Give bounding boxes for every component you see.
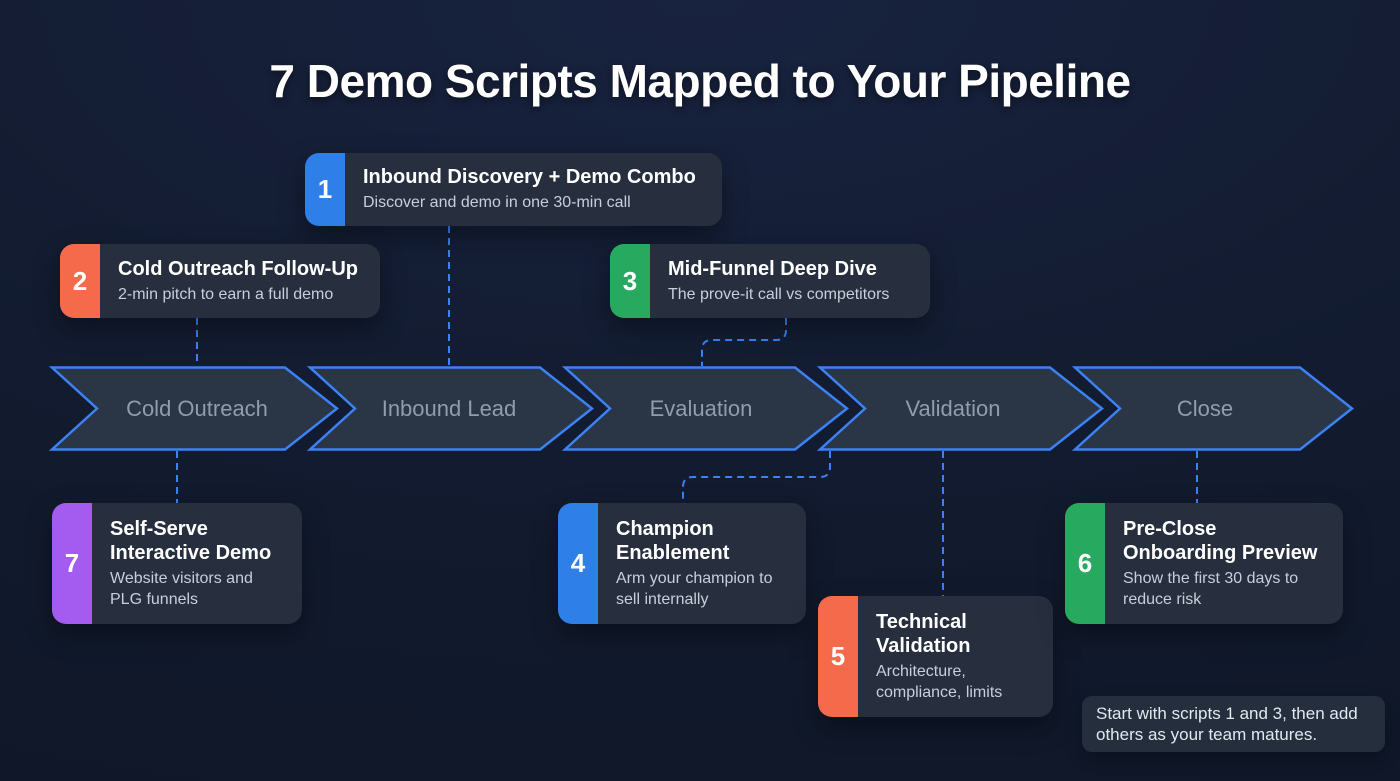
pipeline: Cold Outreach Inbound Lead Evaluation Va… [48, 366, 1355, 451]
script-2-title: Cold Outreach Follow-Up [118, 257, 358, 280]
script-5-title: Technical Validation [876, 610, 971, 658]
script-card-6: 6 Pre-Close Onboarding Preview Show the … [1065, 503, 1343, 624]
page-title: 7 Demo Scripts Mapped to Your Pipeline [269, 55, 1131, 107]
script-4-subtitle: Arm your champion to sell internally [616, 570, 773, 608]
script-1-subtitle: Discover and demo in one 30-min call [363, 194, 631, 212]
script-card-1: 1 Inbound Discovery + Demo Combo Discove… [305, 153, 722, 226]
script-7-number-badge: 7 [52, 503, 92, 624]
pipeline-stage-label-inbound-lead: Inbound Lead [382, 396, 517, 421]
script-3-title: Mid-Funnel Deep Dive [668, 257, 877, 280]
script-3-subtitle: The prove-it call vs competitors [668, 285, 890, 303]
pipeline-stage-cold-outreach [48, 366, 340, 451]
script-2-subtitle: 2-min pitch to earn a full demo [118, 285, 334, 303]
pipeline-stage-label-close: Close [1177, 396, 1233, 421]
script-6-subtitle: Show the first 30 days to reduce risk [1123, 570, 1299, 608]
pipeline-stage-close [1071, 366, 1355, 451]
script-card-4: 4 Champion Enablement Arm your champion … [558, 503, 806, 624]
connector-script4-to-evaluation [682, 451, 831, 503]
pipeline-stage-label-evaluation: Evaluation [650, 396, 753, 421]
script-7-title: Self-Serve Interactive Demo [110, 517, 272, 565]
script-6-title: Pre-Close Onboarding Preview [1123, 517, 1318, 565]
script-card-7: 7 Self-Serve Interactive Demo Website vi… [52, 503, 302, 624]
footer-note: Start with scripts 1 and 3, then add oth… [1082, 696, 1385, 752]
script-2-number-badge: 2 [60, 244, 100, 318]
script-card-3: 3 Mid-Funnel Deep Dive The prove-it call… [610, 244, 930, 318]
script-3-number-badge: 3 [610, 244, 650, 318]
script-4-number-badge: 4 [558, 503, 598, 624]
script-7-subtitle: Website visitors and PLG funnels [110, 570, 253, 608]
script-5-number-badge: 5 [818, 596, 858, 717]
script-1-number-badge: 1 [305, 153, 345, 226]
script-card-2: 2 Cold Outreach Follow-Up 2-min pitch to… [60, 244, 380, 318]
script-card-5: 5 Technical Validation Architecture, com… [818, 596, 1053, 717]
pipeline-stage-validation [816, 366, 1105, 451]
pipeline-stage-evaluation [561, 366, 850, 451]
pipeline-stage-label-cold-outreach: Cold Outreach [126, 396, 268, 421]
script-5-subtitle: Architecture, compliance, limits [876, 663, 1003, 701]
script-6-number-badge: 6 [1065, 503, 1105, 624]
pipeline-stage-label-validation: Validation [906, 396, 1001, 421]
pipeline-stage-inbound-lead [306, 366, 595, 451]
connector-script3-to-evaluation [701, 318, 787, 366]
script-4-title: Champion Enablement [616, 517, 730, 565]
script-1-title: Inbound Discovery + Demo Combo [363, 166, 696, 189]
